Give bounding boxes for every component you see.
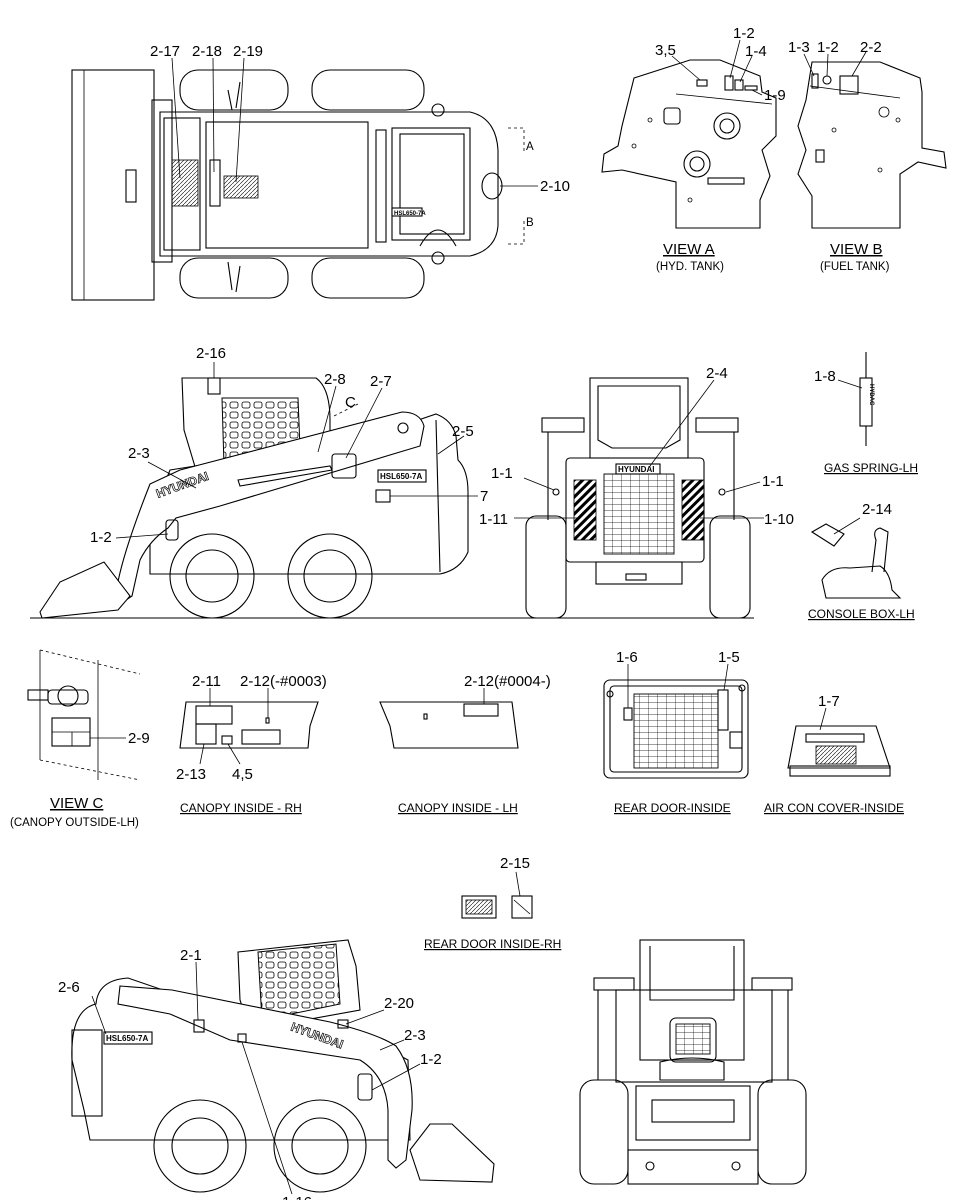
lh-side-view-loader: HYUNDAI HSL650-7A (71, 939, 495, 1193)
callout-2-18: 2-18 (192, 43, 222, 60)
callout-1-10: 1-10 (764, 511, 794, 528)
callout-1-2-view-a: 1-2 (733, 25, 755, 42)
callout-2-9: 2-9 (128, 730, 150, 747)
callout-2-8: 2-8 (324, 371, 346, 388)
top-model-decal: HSL650-7A (394, 211, 426, 217)
callout-2-4: 2-4 (706, 365, 728, 382)
callout-1-16: 1-16 (282, 1194, 312, 1200)
callout-1-11: 1-11 (479, 511, 508, 528)
callout-1-6: 1-6 (616, 649, 638, 666)
view-a-subcaption: (HYD. TANK) (656, 261, 724, 273)
callout-2-20: 2-20 (384, 995, 414, 1012)
callout-1-1-right: 1-1 (762, 473, 784, 490)
view-b-caption: VIEW B (830, 241, 883, 258)
callout-2-13: 2-13 (176, 766, 206, 783)
side-view-loader: HYUNDAI HSL650-7A (30, 377, 520, 619)
gas-spring-caption: GAS SPRING-LH (824, 461, 918, 475)
top-view-loader: HSL650-7A A B (71, 69, 534, 301)
callout-4-5: 4,5 (232, 766, 253, 783)
callout-1-2-view-b: 1-2 (817, 39, 839, 56)
rear-door-inside (603, 663, 749, 779)
view-a-caption: VIEW A (663, 241, 715, 258)
air-con-caption: AIR CON COVER-INSIDE (764, 801, 904, 815)
callout-2-17: 2-17 (150, 43, 180, 60)
rear-view-loader: HYUNDAI (520, 377, 754, 619)
callout-1-2-lh: 1-2 (420, 1051, 442, 1068)
callout-2-11: 2-11 (192, 673, 221, 690)
view-b-fuel-tank (797, 61, 947, 229)
callout-1-3: 1-3 (788, 39, 810, 56)
callout-2-16: 2-16 (196, 345, 226, 362)
callout-2-12-rh: 2-12(-#0003) (240, 673, 327, 690)
console-box-illustration (810, 517, 902, 599)
side-model-decal: HSL650-7A (380, 472, 422, 481)
top-view-leaders (171, 57, 538, 187)
console-box-caption: CONSOLE BOX-LH (808, 607, 915, 621)
canopy-lh-caption: CANOPY INSIDE - LH (398, 801, 518, 815)
rear-view-leaders (514, 379, 764, 519)
canopy-rh-caption: CANOPY INSIDE - RH (180, 801, 302, 815)
lh-side-view-leaders (91, 961, 421, 1195)
callout-2-6: 2-6 (58, 979, 80, 996)
rear-door-caption: REAR DOOR-INSIDE (614, 801, 731, 815)
callout-c: C (345, 394, 356, 411)
callout-1-9: 1-9 (764, 87, 786, 104)
view-b-leaders (803, 51, 867, 77)
callout-2-14: 2-14 (862, 501, 892, 518)
callout-2-3: 2-3 (128, 445, 150, 462)
callout-2-10: 2-10 (540, 178, 570, 195)
callout-2-2: 2-2 (860, 39, 882, 56)
callout-2-1: 2-1 (180, 947, 202, 964)
rear-door-inside-rh (461, 871, 533, 919)
canopy-inside-lh (379, 688, 519, 749)
callout-1-2-side: 1-2 (90, 529, 112, 546)
callout-2-7: 2-7 (370, 373, 392, 390)
callout-7: 7 (480, 488, 488, 505)
callout-2-19: 2-19 (233, 43, 263, 60)
air-con-cover-inside (787, 707, 891, 777)
view-mark-b: B (526, 217, 534, 229)
gas-spring-illustration: HYDAC (837, 352, 874, 446)
rear-brand-decal: HYUNDAI (618, 465, 654, 474)
callout-2-5: 2-5 (452, 423, 474, 440)
gas-spring-tag: HYDAC (868, 384, 874, 406)
canopy-inside-rh (179, 688, 319, 765)
lh-model-decal: HSL650-7A (106, 1034, 148, 1043)
callout-1-5: 1-5 (718, 649, 740, 666)
callout-1-7: 1-7 (818, 693, 840, 710)
callout-1-8: 1-8 (814, 368, 836, 385)
view-b-subcaption: (FUEL TANK) (820, 261, 890, 273)
callout-1-4: 1-4 (745, 43, 767, 60)
front-view-loader (579, 939, 807, 1185)
view-c-subcaption: (CANOPY OUTSIDE-LH) (10, 817, 139, 829)
callout-1-1-left: 1-1 (491, 465, 513, 482)
rear-door-rh-caption: REAR DOOR INSIDE-RH (424, 937, 561, 951)
callout-2-3-lh: 2-3 (404, 1027, 426, 1044)
side-view-leaders (115, 362, 478, 539)
callout-2-12-lh: 2-12(#0004-) (464, 673, 551, 690)
view-a-hyd-tank (601, 59, 777, 229)
callout-3-5: 3,5 (655, 42, 676, 59)
view-c-canopy-outside (27, 649, 141, 781)
view-a-leaders (671, 39, 763, 96)
view-c-caption: VIEW C (50, 795, 104, 812)
view-mark-a: A (526, 141, 534, 153)
callout-2-15: 2-15 (500, 855, 530, 872)
